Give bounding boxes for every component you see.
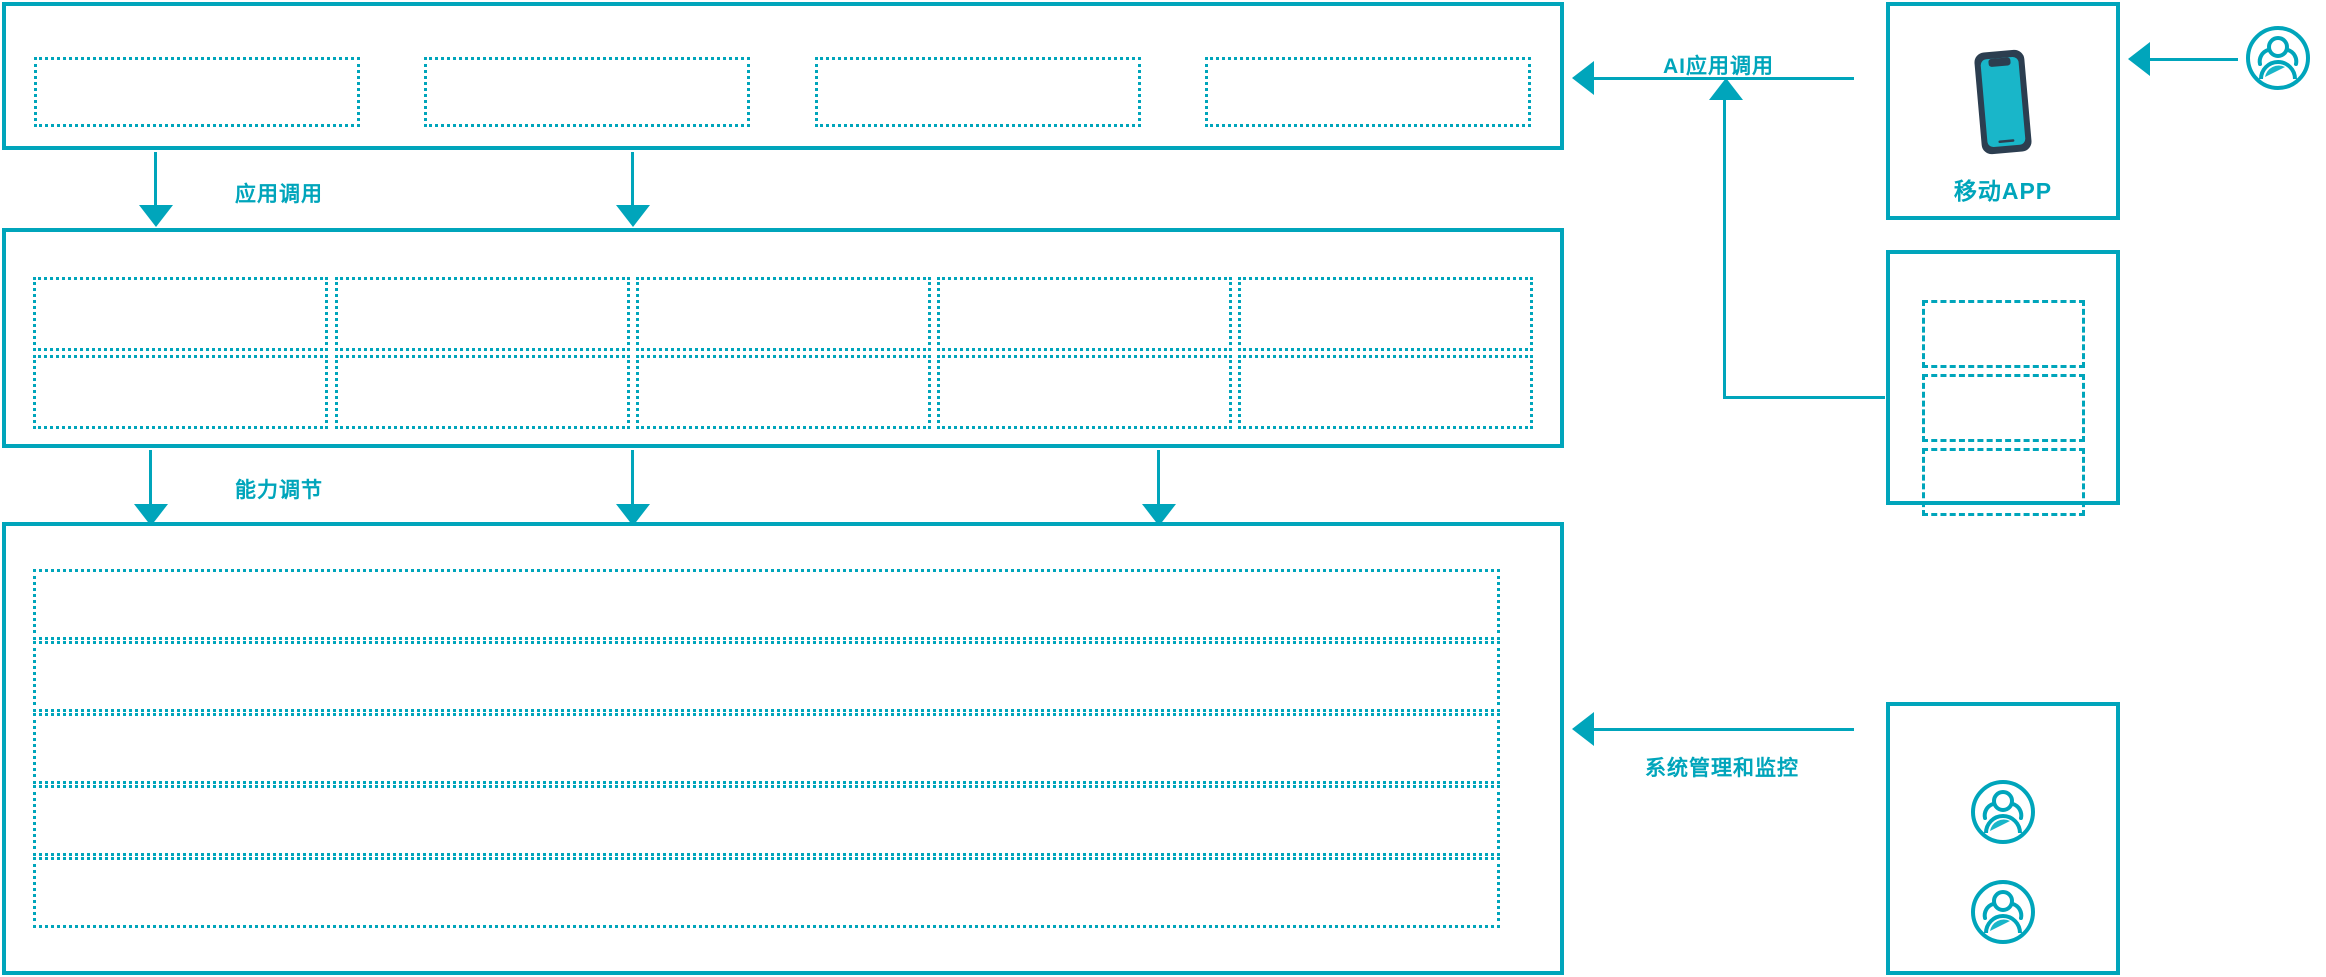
flow-label-capability-tuning: 能力调节 — [235, 479, 323, 502]
operations-users-icon-2[interactable] — [1969, 878, 2037, 946]
capability-tuning-arrowhead-right — [1142, 504, 1176, 526]
channel-riser-vertical — [1723, 100, 1726, 398]
infrastructure-layer-slot-4[interactable] — [33, 785, 1500, 856]
smartphone-icon — [1971, 48, 2035, 156]
ai-app-invocation-arrowhead — [1572, 61, 1594, 95]
operations-users-icon-1[interactable] — [1969, 778, 2037, 846]
infrastructure-layer-slot-2[interactable] — [33, 641, 1500, 712]
channel-panel[interactable] — [1886, 250, 2120, 505]
app-invocation-connector-right — [631, 152, 634, 209]
capability-layer-slot-r1c5[interactable] — [1238, 277, 1533, 351]
capability-layer-slot-r2c3[interactable] — [636, 355, 931, 429]
application-layer-slot-3[interactable] — [815, 57, 1141, 127]
app-invocation-arrowhead-right — [616, 205, 650, 227]
capability-tuning-connector-left — [149, 450, 152, 508]
application-layer-slot-1[interactable] — [34, 57, 360, 127]
infrastructure-layer-panel[interactable] — [2, 522, 1564, 975]
channel-riser-arrowhead — [1709, 78, 1743, 100]
channel-riser-horizontal — [1723, 396, 1885, 399]
system-admin-arrowhead — [1572, 712, 1594, 746]
capability-tuning-connector-right — [1157, 450, 1160, 508]
capability-layer-slot-r2c5[interactable] — [1238, 355, 1533, 429]
infrastructure-layer-slot-3[interactable] — [33, 713, 1500, 784]
flow-label-ai-app-invocation: AI应用调用 — [1663, 55, 1774, 78]
flow-label-system-admin: 系统管理和监控 — [1645, 757, 1799, 780]
capability-layer-slot-r1c2[interactable] — [335, 277, 630, 351]
capability-layer-slot-r2c2[interactable] — [335, 355, 630, 429]
capability-layer-slot-r2c1[interactable] — [33, 355, 328, 429]
system-admin-line — [1594, 728, 1854, 731]
channel-panel-slot-3[interactable] — [1922, 448, 2085, 516]
operations-panel[interactable] — [1886, 702, 2120, 975]
end-user-users-icon[interactable] — [2244, 24, 2312, 92]
flow-label-app-invocation: 应用调用 — [235, 183, 323, 206]
app-invocation-connector-left — [154, 152, 157, 209]
mobile-app-caption: 移动APP — [1953, 178, 2053, 204]
capability-tuning-arrowhead-left — [134, 504, 168, 526]
capability-layer-slot-r2c4[interactable] — [937, 355, 1232, 429]
application-layer-slot-4[interactable] — [1205, 57, 1531, 127]
capability-layer-slot-r1c4[interactable] — [937, 277, 1232, 351]
end-user-link-arrowhead — [2128, 42, 2150, 76]
capability-layer-panel[interactable] — [2, 228, 1564, 448]
capability-layer-slot-r1c1[interactable] — [33, 277, 328, 351]
capability-layer-slot-r1c3[interactable] — [636, 277, 931, 351]
app-invocation-arrowhead-left — [139, 205, 173, 227]
channel-panel-slot-2[interactable] — [1922, 374, 2085, 442]
application-layer-slot-2[interactable] — [424, 57, 750, 127]
infrastructure-layer-slot-5[interactable] — [33, 857, 1500, 928]
channel-panel-slot-1[interactable] — [1922, 300, 2085, 368]
infrastructure-layer-slot-1[interactable] — [33, 569, 1500, 640]
capability-tuning-connector-mid — [631, 450, 634, 508]
end-user-link-line — [2150, 58, 2238, 61]
capability-tuning-arrowhead-mid — [616, 504, 650, 526]
